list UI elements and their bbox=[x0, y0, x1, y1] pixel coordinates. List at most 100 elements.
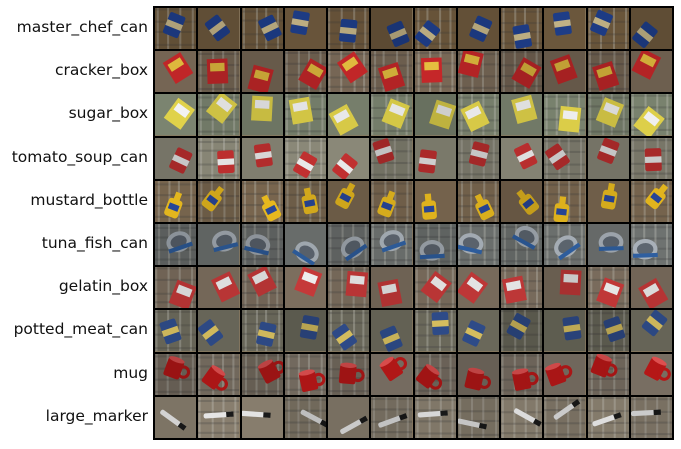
thumbnail bbox=[371, 94, 413, 136]
thumbnail bbox=[501, 180, 543, 222]
thumbnail bbox=[501, 94, 543, 136]
thumbnail bbox=[328, 137, 370, 179]
thumbnail bbox=[414, 137, 456, 179]
thumbnail bbox=[587, 137, 629, 179]
thumbnail bbox=[241, 180, 283, 222]
thumbnail bbox=[501, 51, 543, 93]
thumbnail bbox=[587, 8, 629, 50]
thumbnail bbox=[198, 51, 240, 93]
thumbnail bbox=[630, 51, 672, 93]
row-label: gelatin_box bbox=[58, 277, 148, 296]
thumbnail bbox=[414, 8, 456, 50]
thumbnail bbox=[284, 267, 326, 309]
thumbnail bbox=[630, 224, 672, 266]
thumbnail bbox=[155, 396, 197, 438]
thumbnail bbox=[457, 180, 499, 222]
thumbnail bbox=[155, 310, 197, 352]
thumbnail bbox=[630, 94, 672, 136]
thumbnail bbox=[457, 8, 499, 50]
thumbnail bbox=[501, 224, 543, 266]
thumbnail bbox=[371, 310, 413, 352]
thumbnail bbox=[630, 396, 672, 438]
thumbnail bbox=[414, 310, 456, 352]
row-label: sugar_box bbox=[68, 104, 148, 123]
thumbnail bbox=[328, 94, 370, 136]
thumbnail bbox=[544, 396, 586, 438]
thumbnail bbox=[371, 8, 413, 50]
thumbnail bbox=[241, 396, 283, 438]
thumbnail bbox=[241, 94, 283, 136]
thumbnail bbox=[284, 353, 326, 395]
thumbnail bbox=[284, 94, 326, 136]
thumbnail bbox=[544, 310, 586, 352]
thumbnail bbox=[241, 353, 283, 395]
thumbnail bbox=[457, 310, 499, 352]
thumbnail bbox=[284, 396, 326, 438]
row-label: tomato_soup_can bbox=[11, 147, 148, 166]
thumbnail bbox=[284, 51, 326, 93]
thumbnail bbox=[457, 137, 499, 179]
thumbnail bbox=[198, 8, 240, 50]
thumbnail bbox=[501, 353, 543, 395]
row-label: mustard_bottle bbox=[30, 190, 148, 209]
thumbnail bbox=[284, 180, 326, 222]
thumbnail bbox=[630, 267, 672, 309]
row-label: potted_meat_can bbox=[13, 320, 148, 339]
thumbnail bbox=[328, 180, 370, 222]
thumbnail bbox=[328, 224, 370, 266]
thumbnail bbox=[328, 310, 370, 352]
thumbnail bbox=[371, 267, 413, 309]
thumbnail bbox=[457, 267, 499, 309]
thumbnail bbox=[544, 94, 586, 136]
thumbnail bbox=[198, 94, 240, 136]
thumbnail bbox=[501, 310, 543, 352]
thumbnail bbox=[414, 224, 456, 266]
thumbnail bbox=[457, 51, 499, 93]
thumbnail bbox=[284, 8, 326, 50]
thumbnail bbox=[414, 396, 456, 438]
thumbnail bbox=[457, 396, 499, 438]
thumbnail bbox=[630, 137, 672, 179]
thumbnail bbox=[587, 396, 629, 438]
thumbnail bbox=[587, 94, 629, 136]
thumbnail bbox=[587, 267, 629, 309]
thumbnail bbox=[371, 51, 413, 93]
thumbnail bbox=[587, 51, 629, 93]
thumbnail bbox=[371, 180, 413, 222]
thumbnail bbox=[241, 8, 283, 50]
thumbnail bbox=[155, 353, 197, 395]
thumbnail bbox=[328, 267, 370, 309]
thumbnail bbox=[587, 353, 629, 395]
thumbnail bbox=[544, 224, 586, 266]
thumbnail bbox=[328, 51, 370, 93]
thumbnail bbox=[587, 310, 629, 352]
row-label: tuna_fish_can bbox=[41, 234, 148, 252]
thumbnail bbox=[284, 310, 326, 352]
thumbnail bbox=[501, 267, 543, 309]
thumbnail bbox=[198, 353, 240, 395]
thumbnail bbox=[155, 137, 197, 179]
thumbnail bbox=[457, 224, 499, 266]
thumbnail bbox=[587, 224, 629, 266]
thumbnail bbox=[457, 94, 499, 136]
thumbnail bbox=[501, 137, 543, 179]
thumbnail bbox=[155, 8, 197, 50]
thumbnail bbox=[544, 8, 586, 50]
thumbnail bbox=[284, 224, 326, 266]
thumbnail bbox=[328, 353, 370, 395]
thumbnail bbox=[155, 51, 197, 93]
thumbnail bbox=[241, 267, 283, 309]
row-label: master_chef_can bbox=[16, 18, 148, 36]
thumbnail bbox=[371, 137, 413, 179]
thumbnail bbox=[457, 353, 499, 395]
thumbnail bbox=[544, 180, 586, 222]
thumbnail bbox=[371, 224, 413, 266]
thumbnail bbox=[544, 51, 586, 93]
thumbnail bbox=[155, 94, 197, 136]
thumbnail bbox=[241, 224, 283, 266]
thumbnail bbox=[371, 396, 413, 438]
thumbnail bbox=[198, 180, 240, 222]
thumbnail bbox=[630, 310, 672, 352]
thumbnail bbox=[414, 353, 456, 395]
